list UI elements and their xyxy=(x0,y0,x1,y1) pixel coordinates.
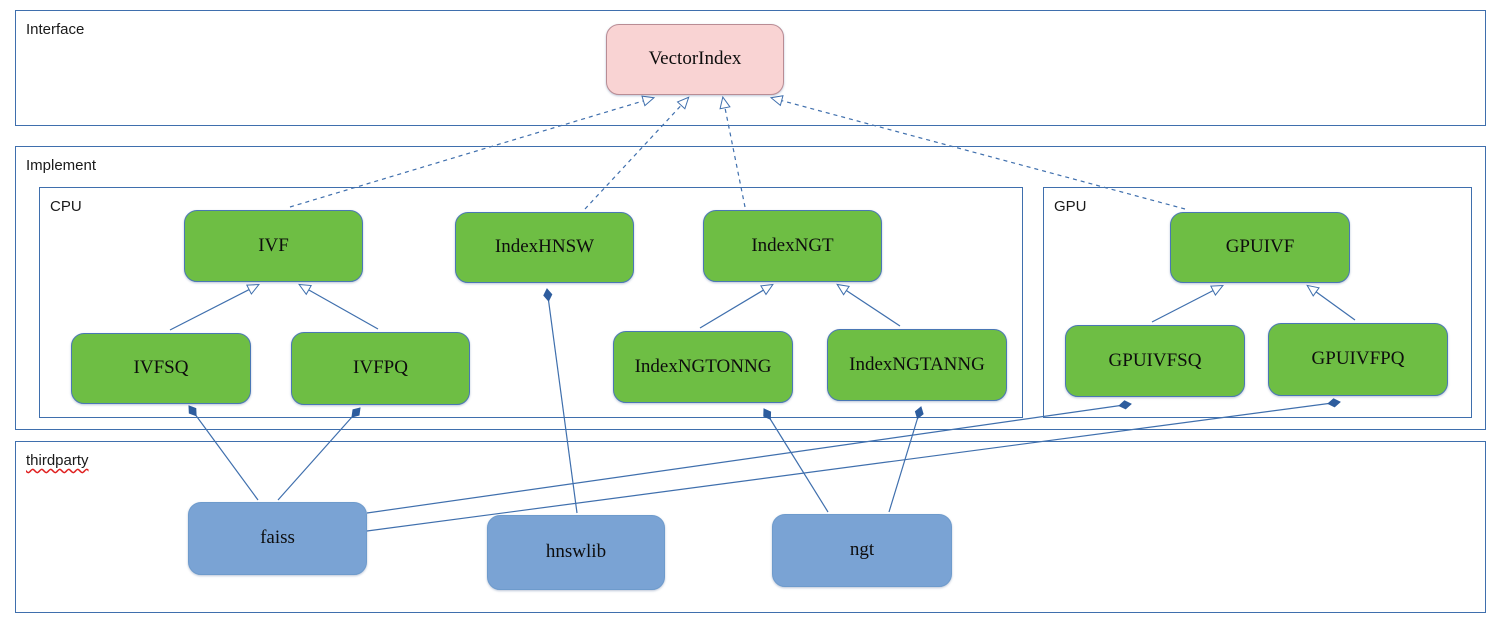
node-label: IVFPQ xyxy=(353,357,408,379)
node-label: faiss xyxy=(260,527,295,549)
node-indexngtonng[interactable]: IndexNGTONNG xyxy=(613,331,793,403)
group-label-implement: Implement xyxy=(26,157,97,174)
node-ngt[interactable]: ngt xyxy=(772,514,952,587)
group-label-cpu: CPU xyxy=(50,198,82,215)
node-label: GPUIVF xyxy=(1225,236,1295,258)
group-label-gpu: GPU xyxy=(1054,198,1087,215)
node-gpuivfpq[interactable]: GPUIVFPQ xyxy=(1268,323,1448,396)
node-label: IndexHNSW xyxy=(494,236,595,258)
node-gpuivf[interactable]: GPUIVF xyxy=(1170,212,1350,283)
node-label: VectorIndex xyxy=(648,48,742,70)
node-ivf[interactable]: IVF xyxy=(184,210,363,282)
node-label: IndexNGT xyxy=(751,234,834,256)
node-label: GPUIVFSQ xyxy=(1108,349,1202,371)
node-faiss[interactable]: faiss xyxy=(188,502,367,575)
node-label: IndexNGTONNG xyxy=(634,355,772,377)
node-label: IVFSQ xyxy=(133,357,189,379)
node-label: ngt xyxy=(849,539,875,561)
node-gpuivfsq[interactable]: GPUIVFSQ xyxy=(1065,325,1245,397)
group-label-interface: Interface xyxy=(26,21,85,38)
node-label: IndexNGTANNG xyxy=(849,353,985,375)
node-indexngt[interactable]: IndexNGT xyxy=(703,210,882,282)
node-label: GPUIVFPQ xyxy=(1311,348,1405,370)
node-label: hnswlib xyxy=(545,541,607,563)
group-label-thirdparty: thirdparty xyxy=(26,452,89,469)
group-interface: Interface xyxy=(15,10,1486,126)
node-ivfpq[interactable]: IVFPQ xyxy=(291,332,470,405)
node-vectorindex[interactable]: VectorIndex xyxy=(606,24,784,95)
node-label: IVF xyxy=(258,234,289,256)
node-indexngtanng[interactable]: IndexNGTANNG xyxy=(827,329,1007,401)
node-hnswlib[interactable]: hnswlib xyxy=(487,515,665,590)
node-ivfsq[interactable]: IVFSQ xyxy=(71,333,251,404)
node-indexhnsw[interactable]: IndexHNSW xyxy=(455,212,634,283)
